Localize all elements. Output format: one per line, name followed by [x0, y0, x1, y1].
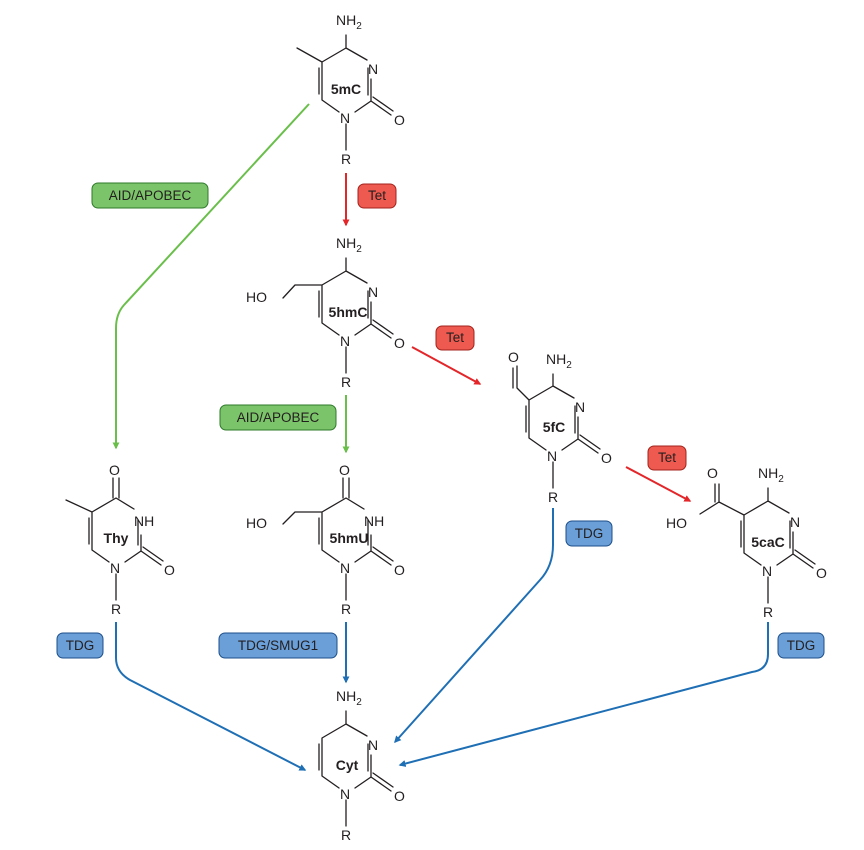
arrow-5mc-to-thy — [112, 103, 310, 450]
atom-n: N — [340, 560, 350, 576]
atom-nh2: NH2 — [336, 235, 362, 255]
atom-o: O — [394, 562, 405, 578]
enzyme-label-tet-2: Tet — [435, 325, 475, 351]
atom-nh2: NH2 — [336, 12, 362, 32]
atom-o: O — [508, 349, 519, 365]
enzyme-label-tet-3: Tet — [647, 445, 687, 471]
atom-nh2: NH2 — [336, 688, 362, 708]
atom-r: R — [111, 601, 121, 617]
enzyme-label-text: Tet — [658, 450, 676, 465]
molecule-5fc: NH2 O N N O R 5fC — [508, 349, 612, 505]
atom-ho: HO — [246, 289, 267, 305]
molecule-5hmu: O HO NH N O R 5hmU — [246, 462, 405, 617]
molecule-5mc: NH2 N N O R 5mC — [296, 12, 405, 167]
molecule-label: Cyt — [336, 757, 359, 773]
atom-r: R — [341, 151, 351, 167]
atom-r: R — [763, 604, 773, 620]
atom-n: N — [575, 399, 585, 415]
enzyme-label-tdg-5cac: TDG — [777, 632, 825, 659]
atom-nh: NH — [364, 513, 384, 529]
arrow-5cac-to-cyt — [398, 622, 769, 767]
enzyme-label-text: TDG — [575, 526, 604, 541]
atom-o: O — [601, 450, 612, 466]
reaction-arrows — [112, 103, 769, 771]
atom-ho: HO — [666, 515, 687, 531]
atom-n: N — [368, 61, 378, 77]
atom-r: R — [341, 601, 351, 617]
atom-n: N — [762, 563, 772, 579]
enzyme-label-text: TDG — [66, 638, 95, 653]
atom-o: O — [707, 465, 718, 481]
atom-n: N — [368, 284, 378, 300]
atom-n: N — [547, 448, 557, 464]
enzyme-label-tdg-5fc: TDG — [565, 520, 613, 547]
enzyme-label-text: Tet — [368, 188, 386, 203]
atom-r: R — [341, 827, 351, 843]
atom-r: R — [341, 374, 351, 390]
enzyme-label-aid-apobec-1: AID/APOBEC — [91, 182, 209, 209]
enzyme-label-tdg-thy: TDG — [56, 632, 104, 659]
atom-n: N — [340, 110, 350, 126]
atom-nh2: NH2 — [758, 465, 784, 485]
molecule-label: 5hmU — [330, 530, 369, 546]
arrow-5hmc-to-5fc — [411, 346, 482, 385]
enzyme-labels: AID/APOBEC AID/APOBEC Tet Tet Tet TDG TD… — [56, 182, 825, 659]
atom-n: N — [340, 333, 350, 349]
molecule-5cac: NH2 O HO N N O R 5caC — [666, 465, 827, 620]
enzyme-label-text: AID/APOBEC — [237, 410, 320, 425]
molecule-label: 5fC — [543, 419, 566, 435]
molecule-label: 5hmC — [329, 304, 368, 320]
enzyme-label-text: TDG — [787, 638, 816, 653]
molecule-label: 5mC — [331, 81, 361, 97]
enzyme-label-tdg-smug1: TDG/SMUG1 — [218, 632, 338, 659]
atom-o: O — [164, 562, 175, 578]
arrow-5fc-to-cyt — [394, 508, 554, 744]
atom-o: O — [109, 462, 120, 478]
arrow-thy-to-cyt — [115, 622, 307, 771]
atom-ho: HO — [246, 515, 267, 531]
atom-o: O — [394, 112, 405, 128]
atom-nh2: NH2 — [546, 351, 572, 371]
arrow-5fc-to-5cac — [625, 466, 692, 502]
atom-n: N — [368, 737, 378, 753]
atom-nh: NH — [134, 513, 154, 529]
enzyme-label-text: AID/APOBEC — [109, 188, 192, 203]
molecule-label: Thy — [104, 530, 129, 546]
enzyme-label-text: Tet — [446, 330, 464, 345]
molecule-thy: O NH N O R Thy — [65, 462, 175, 617]
atom-n: N — [790, 514, 800, 530]
molecule-label: 5caC — [751, 534, 784, 550]
atom-o: O — [394, 788, 405, 804]
atom-n: N — [340, 786, 350, 802]
atom-o: O — [816, 565, 827, 581]
enzyme-label-aid-apobec-2: AID/APOBEC — [219, 404, 337, 431]
enzyme-label-tet-1: Tet — [357, 183, 397, 209]
atom-r: R — [548, 489, 558, 505]
atom-n: N — [110, 560, 120, 576]
atom-o: O — [394, 335, 405, 351]
atom-o: O — [339, 462, 350, 478]
enzyme-label-text: TDG/SMUG1 — [238, 638, 318, 653]
molecule-cyt: NH2 N N O R Cyt — [318, 688, 405, 843]
molecule-5hmc: NH2 HO N N O R 5hmC — [246, 235, 405, 390]
